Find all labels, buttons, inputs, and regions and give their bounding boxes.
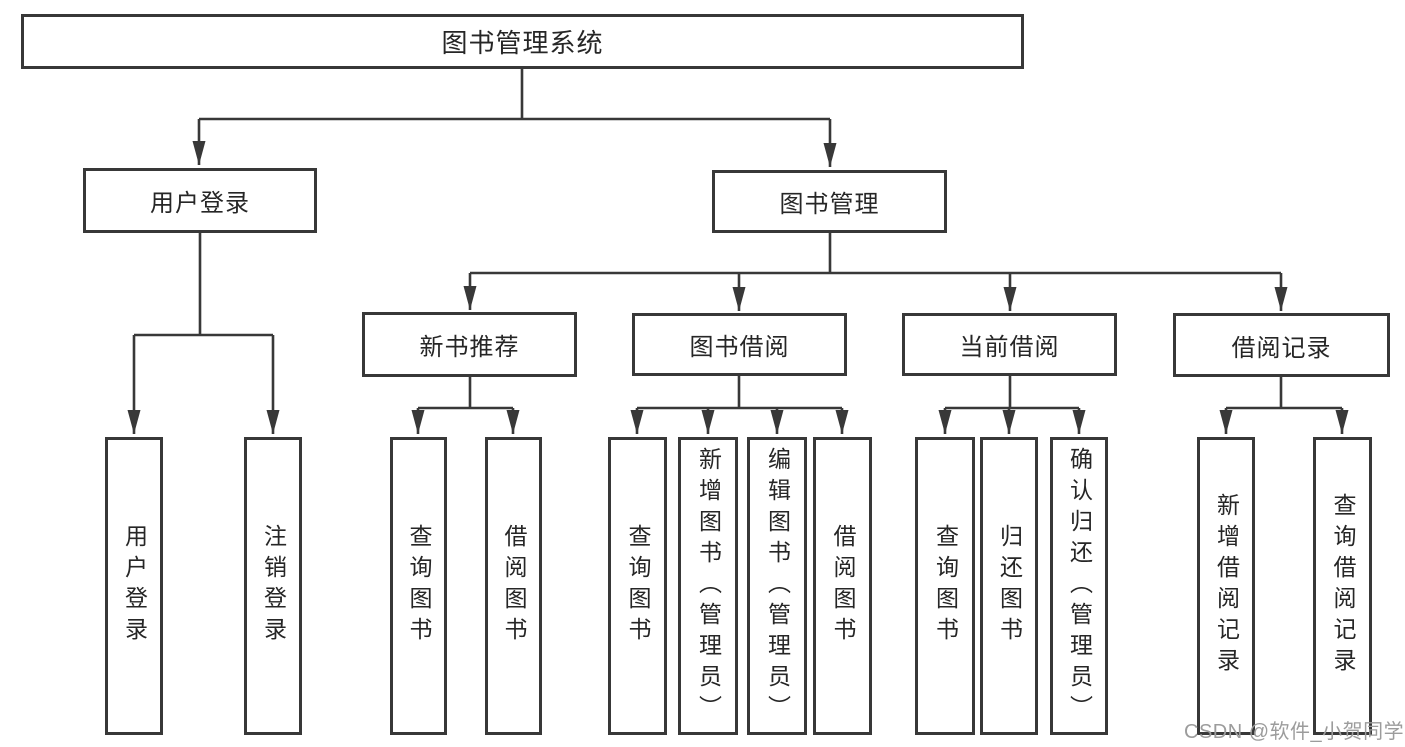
node-user-login-label: 用户登录 bbox=[150, 190, 250, 217]
leaf-query-books-3-label: 查询图书 bbox=[932, 524, 959, 648]
watermark: CSDN @软件_小贺同学 bbox=[1184, 721, 1405, 743]
leaf-query-books-1: 查询图书 bbox=[390, 437, 447, 735]
node-current-borrow-label: 当前借阅 bbox=[959, 334, 1060, 361]
leaf-borrow-books-1-label: 借阅图书 bbox=[501, 524, 527, 648]
leaf-add-book-admin: 新增图书（管理员） bbox=[678, 437, 738, 735]
node-borrow-records-label: 借阅记录 bbox=[1231, 334, 1332, 362]
node-book-borrow: 图书借阅 bbox=[632, 313, 847, 376]
connector-borrow-records-trunk bbox=[1226, 377, 1342, 410]
leaf-query-books-2: 查询图书 bbox=[608, 437, 667, 735]
connector-book-mgmt-trunk bbox=[470, 233, 1281, 275]
node-user-login: 用户登录 bbox=[83, 168, 317, 233]
node-new-book-recommend-label: 新书推荐 bbox=[419, 334, 520, 361]
leaf-logout: 注销登录 bbox=[244, 437, 302, 735]
leaf-query-borrow-record: 查询借阅记录 bbox=[1313, 437, 1372, 735]
leaf-return-book-label: 归还图书 bbox=[996, 524, 1023, 648]
leaf-add-borrow-record: 新增借阅记录 bbox=[1197, 437, 1255, 735]
leaf-query-books-2-label: 查询图书 bbox=[625, 524, 651, 648]
leaf-borrow-books-2-label: 借阅图书 bbox=[830, 524, 856, 648]
leaf-user-login-label: 用户登录 bbox=[121, 524, 148, 648]
leaf-add-borrow-record-label: 新增借阅记录 bbox=[1213, 493, 1240, 679]
node-book-management: 图书管理 bbox=[712, 170, 947, 233]
leaf-user-login: 用户登录 bbox=[105, 437, 163, 735]
leaf-confirm-return-admin-label: 确认归还（管理员） bbox=[1066, 446, 1093, 726]
leaf-borrow-books-2: 借阅图书 bbox=[813, 437, 872, 735]
node-root: 图书管理系统 bbox=[21, 14, 1024, 69]
node-book-management-label: 图书管理 bbox=[779, 191, 880, 218]
leaf-edit-book-admin: 编辑图书（管理员） bbox=[747, 437, 807, 735]
node-book-borrow-label: 图书借阅 bbox=[689, 334, 790, 361]
leaf-query-borrow-record-label: 查询借阅记录 bbox=[1330, 493, 1356, 679]
node-new-book-recommend: 新书推荐 bbox=[362, 312, 577, 377]
node-borrow-records: 借阅记录 bbox=[1173, 313, 1390, 377]
leaf-borrow-books-1: 借阅图书 bbox=[485, 437, 542, 735]
leaf-edit-book-admin-label: 编辑图书（管理员） bbox=[764, 446, 791, 726]
connector-book-borrow-trunk bbox=[637, 376, 842, 410]
connector-current-borrow-trunk bbox=[945, 376, 1079, 410]
leaf-add-book-admin-label: 新增图书（管理员） bbox=[695, 446, 722, 726]
connector-new-book-trunk bbox=[418, 377, 513, 410]
node-root-label: 图书管理系统 bbox=[441, 28, 604, 58]
leaf-query-books-3: 查询图书 bbox=[915, 437, 975, 735]
leaf-return-book: 归还图书 bbox=[980, 437, 1038, 735]
leaf-logout-label: 注销登录 bbox=[260, 524, 287, 648]
connector-user-login-trunk bbox=[134, 233, 273, 337]
node-current-borrow: 当前借阅 bbox=[902, 313, 1117, 376]
connector-root-trunk bbox=[199, 68, 830, 121]
leaf-query-books-1-label: 查询图书 bbox=[406, 524, 432, 648]
leaf-confirm-return-admin: 确认归还（管理员） bbox=[1050, 437, 1108, 735]
